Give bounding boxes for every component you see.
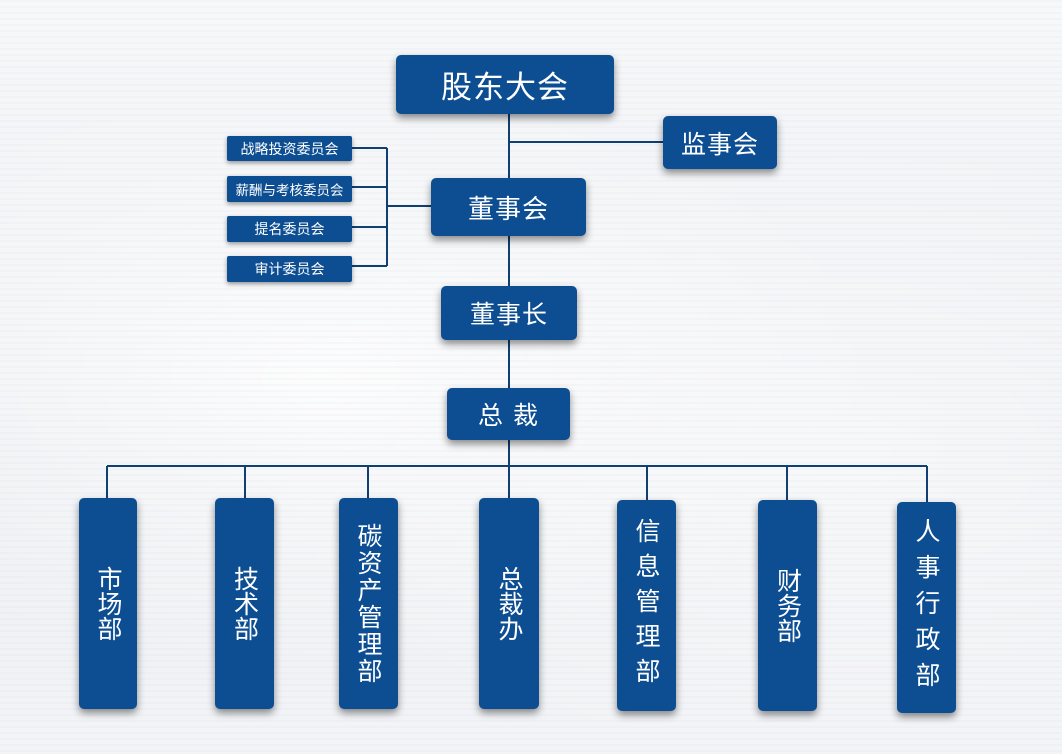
department-carbon-asset-box: 碳资产管理部 [339, 498, 398, 709]
department-label: 市场部 [94, 566, 123, 641]
chairman-label: 董事长 [469, 300, 548, 329]
committee-nomination-box: 提名委员会 [227, 216, 352, 242]
department-label: 财务部 [773, 568, 803, 643]
committee-compensation-box: 薪酬与考核委员会 [227, 176, 352, 202]
supervisory-board-label: 监事会 [680, 129, 759, 159]
chairman-box: 董事长 [441, 286, 577, 340]
committee-label: 审计委员会 [254, 262, 325, 278]
president-label: 总 裁 [478, 401, 539, 430]
board-of-directors-box: 董事会 [431, 178, 586, 236]
president-box: 总 裁 [447, 388, 570, 440]
committee-audit-box: 审计委员会 [227, 256, 352, 282]
department-technology-box: 技术部 [215, 498, 274, 709]
department-info-management-box: 信息管理部 [617, 500, 676, 711]
department-label: 碳资产管理部 [354, 522, 383, 685]
committee-strategy-box: 战略投资委员会 [227, 136, 352, 161]
board-of-directors-label: 董事会 [467, 194, 549, 225]
committee-label: 提名委员会 [254, 222, 325, 238]
department-finance-box: 财务部 [758, 500, 817, 711]
department-label: 信息管理部 [632, 518, 661, 693]
committee-label: 薪酬与考核委员会 [235, 183, 344, 199]
department-label: 总裁办 [495, 566, 524, 641]
department-label: 技术部 [230, 566, 260, 641]
department-label: 人事行政部 [912, 517, 941, 698]
department-hr-admin-box: 人事行政部 [897, 502, 956, 713]
department-president-office-box: 总裁办 [479, 498, 539, 709]
department-market-box: 市场部 [79, 498, 137, 709]
shareholders-meeting-box: 股东大会 [396, 55, 614, 114]
committee-label: 战略投资委员会 [240, 141, 339, 158]
shareholders-meeting-label: 股东大会 [441, 70, 569, 106]
supervisory-board-box: 监事会 [663, 116, 777, 169]
